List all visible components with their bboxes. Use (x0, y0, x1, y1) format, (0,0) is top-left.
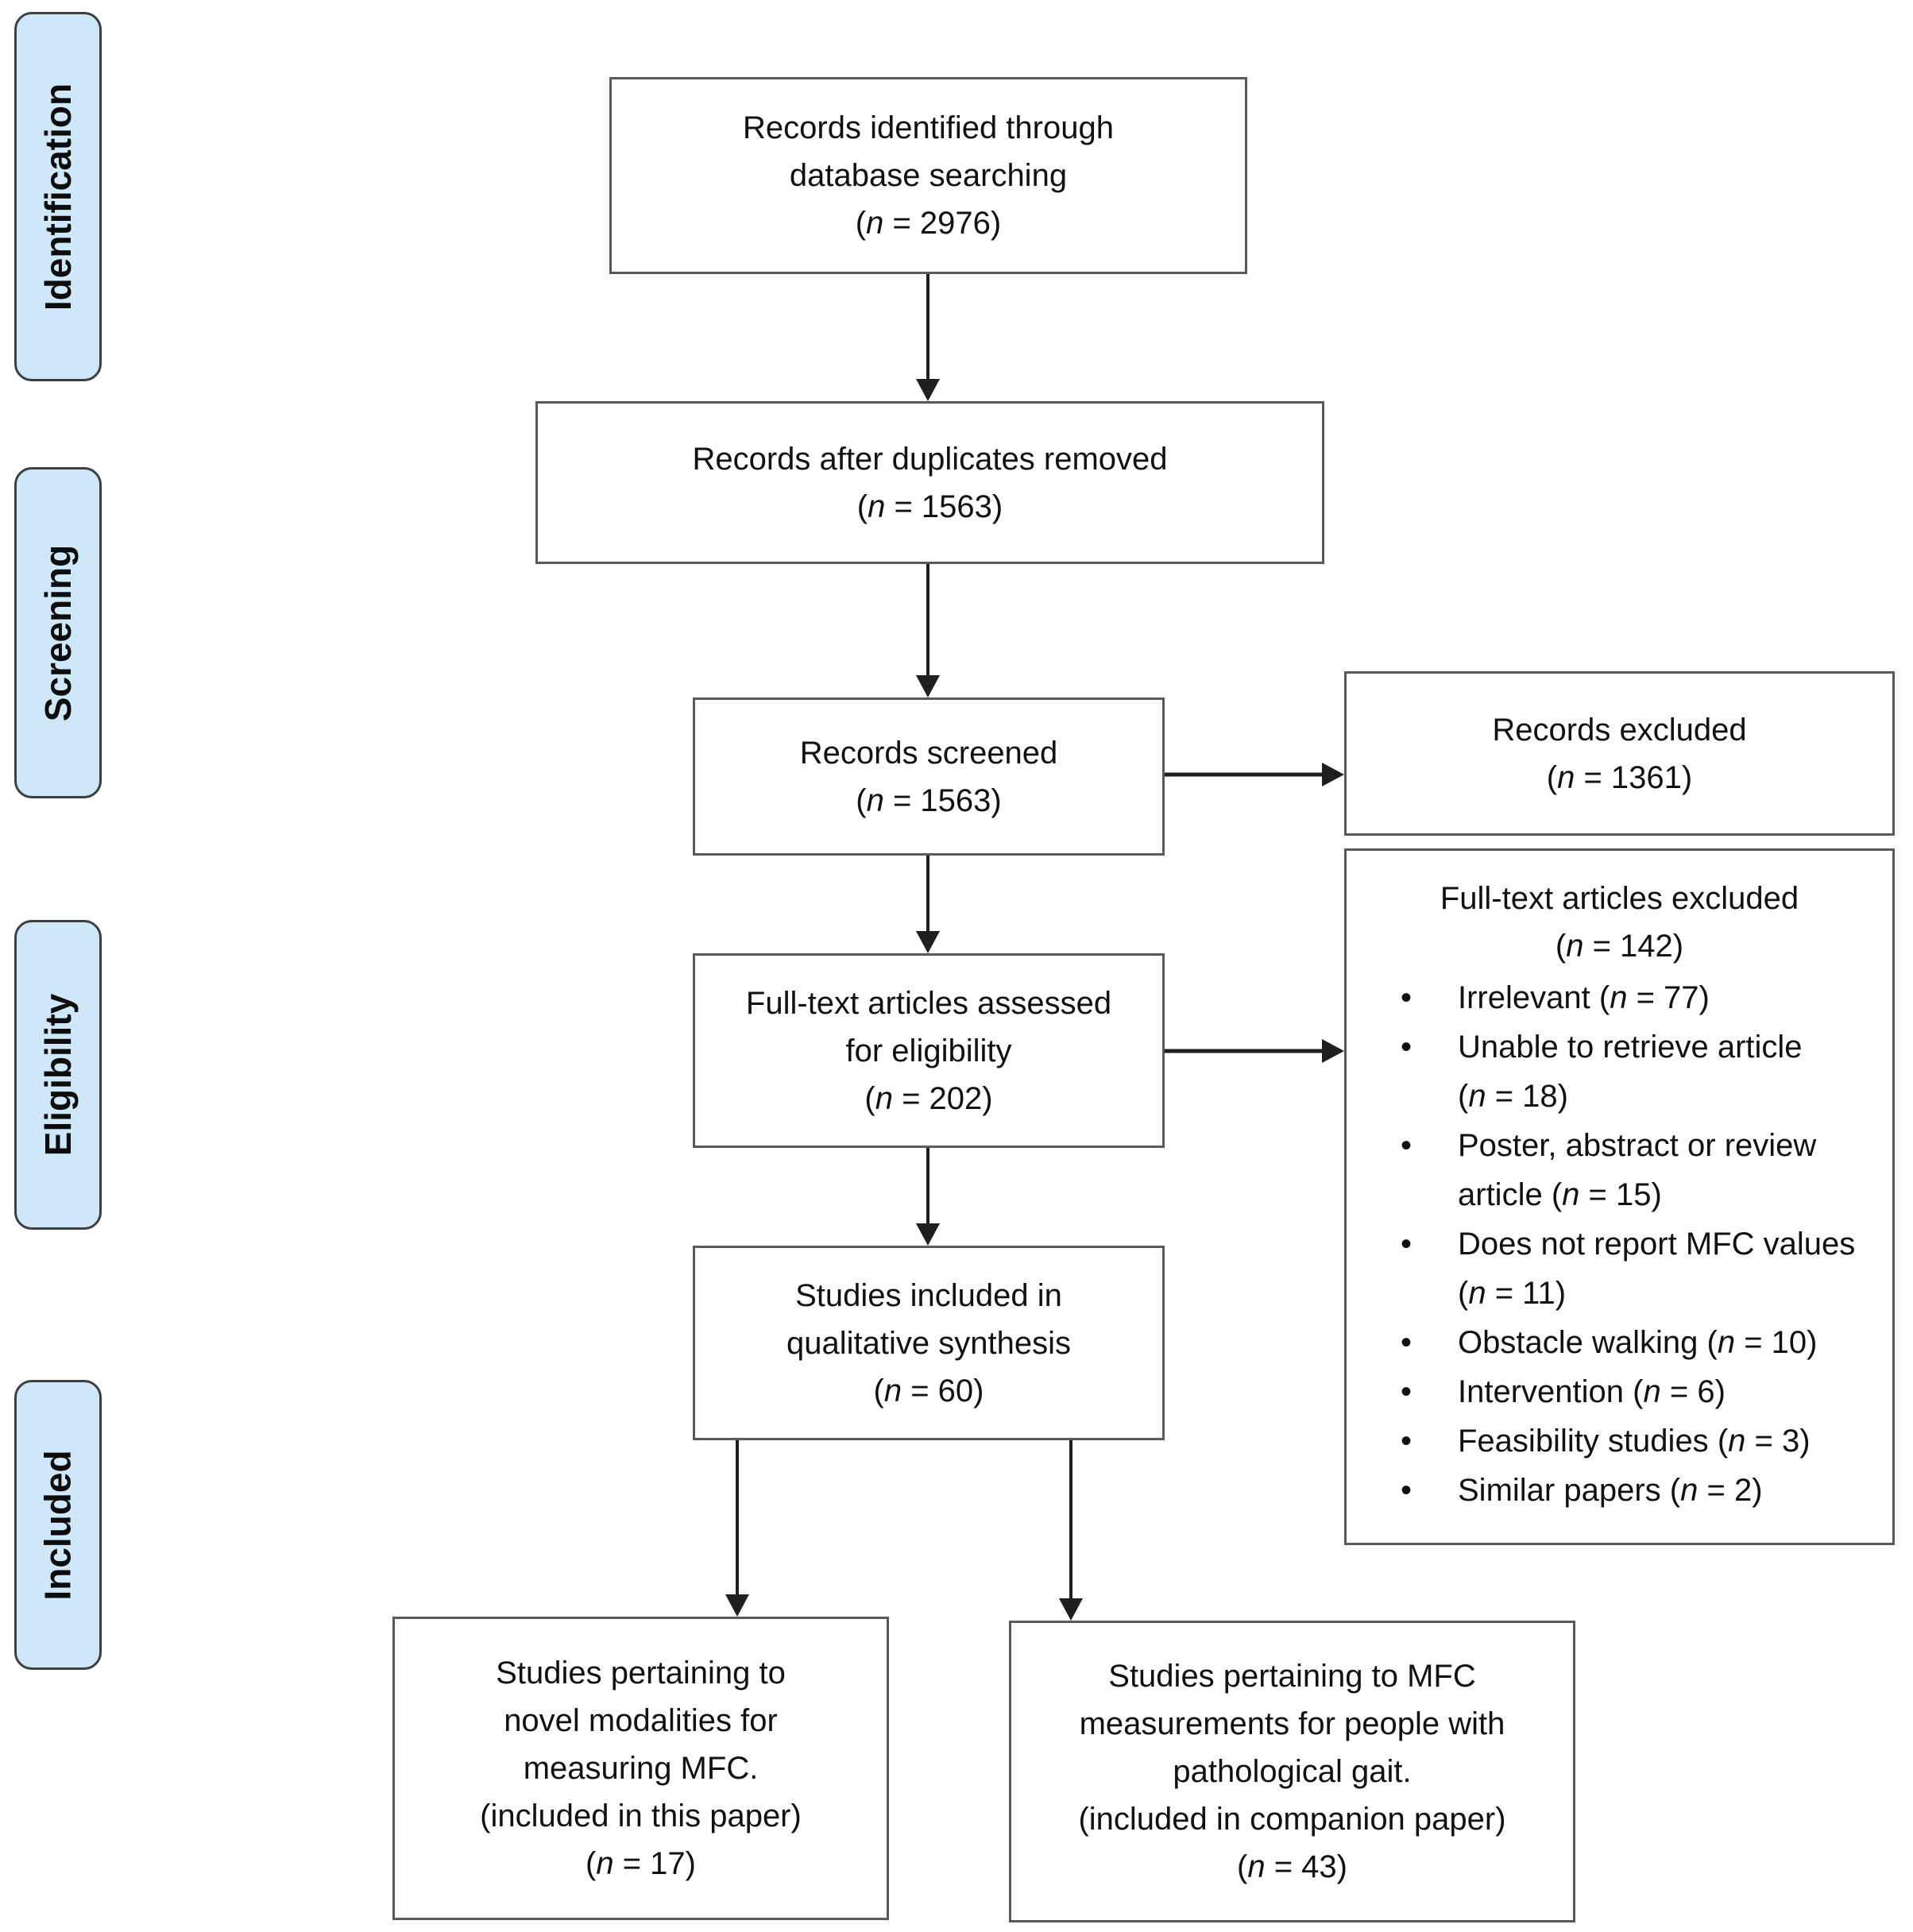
arrow-identified-to-deduplicated (916, 274, 940, 401)
box-text-line: (included in this paper) (480, 1799, 802, 1833)
stage-label: Identification (37, 83, 79, 311)
reason-text: Does not report MFC values (1458, 1227, 1856, 1262)
box-text-line: novel modalities for (504, 1703, 778, 1738)
excluded-reason-item: Obstacle walking (n = 10) (1401, 1318, 1861, 1367)
box-text-line: database searching (789, 158, 1068, 193)
arrow-fulltext-to-qualitative (916, 1148, 940, 1246)
excluded-reason-item: Irrelevant (n = 77) (1401, 973, 1861, 1022)
arrow-deduplicated-to-screened (916, 564, 940, 697)
arrow-shaft (926, 856, 929, 933)
arrow-shaft (926, 1148, 929, 1225)
box-text-line: pathological gait. (1173, 1754, 1412, 1789)
excluded-reason-item: Feasibility studies (n = 3) (1401, 1416, 1861, 1466)
box-pathological-gait: Studies pertaining to MFC measurements f… (1009, 1621, 1575, 1922)
box-text-line: (included in companion paper) (1078, 1802, 1506, 1837)
excluded-reasons-list: Irrelevant (n = 77) Unable to retrieve a… (1347, 973, 1892, 1515)
stage-included: Included (14, 1380, 102, 1670)
stage-label: Screening (37, 544, 79, 721)
reason-text: Feasibility studies (1458, 1424, 1709, 1459)
arrow-head (1322, 763, 1344, 786)
box-records-excluded: Records excluded (n = 1361) (1344, 671, 1895, 836)
arrow-fulltext-to-excluded (1165, 1039, 1344, 1063)
arrow-head (1322, 1039, 1344, 1063)
reason-count: (n = 2) (1669, 1473, 1763, 1508)
box-text-line: Records after duplicates removed (692, 441, 1168, 477)
count-line: (n = 17) (585, 1846, 696, 1881)
reason-count: (n = 18) (1458, 1079, 1568, 1114)
arrow-screened-to-excluded (1165, 763, 1344, 786)
excluded-reason-item: Does not report MFC values (n = 11) (1401, 1219, 1861, 1318)
count-line: (n = 43) (1237, 1849, 1347, 1884)
arrow-shaft (926, 274, 929, 381)
arrow-qualitative-to-novel (725, 1440, 749, 1617)
box-text-line: Records excluded (1492, 712, 1747, 748)
arrow-head (916, 379, 940, 401)
count-line: (n = 2976) (855, 206, 1002, 241)
excluded-reason-item: Similar papers (n = 2) (1401, 1466, 1861, 1515)
arrow-shaft (1165, 772, 1324, 777)
count-line: (n = 60) (873, 1373, 984, 1408)
reason-count: (n = 15) (1551, 1177, 1662, 1212)
box-text-line: Studies pertaining to MFC (1108, 1659, 1476, 1694)
box-fulltext-assessed: Full-text articles assessed for eligibil… (693, 953, 1165, 1148)
box-text-line: Studies pertaining to (496, 1656, 786, 1690)
reason-count: (n = 10) (1706, 1325, 1818, 1360)
box-text-line: Records screened (799, 735, 1058, 771)
reason-text: Poster, abstract or review article (1458, 1128, 1817, 1212)
arrow-shaft (1069, 1440, 1072, 1600)
box-records-identified: Records identified through database sear… (609, 77, 1247, 274)
reason-text: Obstacle walking (1458, 1325, 1699, 1360)
count-line: (n = 1563) (856, 782, 1002, 818)
box-text-line: Records identified through (743, 110, 1114, 145)
arrow-head (916, 1223, 940, 1246)
box-text-line: measurements for people with (1079, 1706, 1505, 1741)
box-text-line: Full-text articles assessed (745, 985, 1112, 1021)
arrow-shaft (736, 1440, 739, 1596)
stage-screening: Screening (14, 467, 102, 798)
count-line: (n = 1361) (1546, 759, 1693, 795)
arrow-qualitative-to-pathological (1059, 1440, 1083, 1621)
box-text-line: qualitative synthesis (786, 1325, 1071, 1361)
box-title-line: Full-text articles excluded (1440, 881, 1799, 916)
box-text-line: Studies included in (795, 1277, 1062, 1313)
stage-label: Eligibility (37, 993, 79, 1157)
reason-count: (n = 77) (1598, 980, 1710, 1015)
count-line: (n = 1563) (856, 489, 1003, 524)
arrow-screened-to-fulltext (916, 856, 940, 953)
reason-text: Irrelevant (1458, 980, 1590, 1015)
excluded-reason-item: Intervention (n = 6) (1401, 1367, 1861, 1416)
reason-count: (n = 3) (1717, 1424, 1811, 1459)
count-line: (n = 142) (1555, 929, 1684, 964)
stage-identification: Identification (14, 12, 102, 381)
reason-text: Unable to retrieve article (1458, 1030, 1803, 1065)
arrow-head (916, 675, 940, 697)
arrow-head (916, 931, 940, 953)
reason-count: (n = 11) (1458, 1276, 1567, 1311)
box-records-screened: Records screened (n = 1563) (693, 697, 1165, 856)
box-qualitative-synthesis: Studies included in qualitative synthesi… (693, 1246, 1165, 1440)
reason-text: Intervention (1458, 1374, 1625, 1409)
count-line: (n = 202) (864, 1080, 993, 1116)
box-text-line: measuring MFC. (523, 1751, 759, 1786)
box-text-line: for eligibility (845, 1033, 1012, 1068)
box-fulltext-excluded: Full-text articles excluded (n = 142) Ir… (1344, 848, 1895, 1545)
excluded-reason-item: Poster, abstract or review article (n = … (1401, 1121, 1861, 1219)
stage-eligibility: Eligibility (14, 920, 102, 1230)
box-records-deduplicated: Records after duplicates removed (n = 15… (535, 401, 1324, 564)
arrow-shaft (926, 564, 929, 677)
arrow-shaft (1165, 1049, 1324, 1053)
reason-count: (n = 6) (1633, 1374, 1726, 1409)
arrow-head (725, 1594, 749, 1617)
box-novel-modalities: Studies pertaining to novel modalities f… (392, 1617, 889, 1920)
reason-text: Similar papers (1458, 1473, 1661, 1508)
arrow-head (1059, 1598, 1083, 1621)
stage-label: Included (37, 1449, 79, 1601)
excluded-reason-item: Unable to retrieve article (n = 18) (1401, 1022, 1861, 1121)
